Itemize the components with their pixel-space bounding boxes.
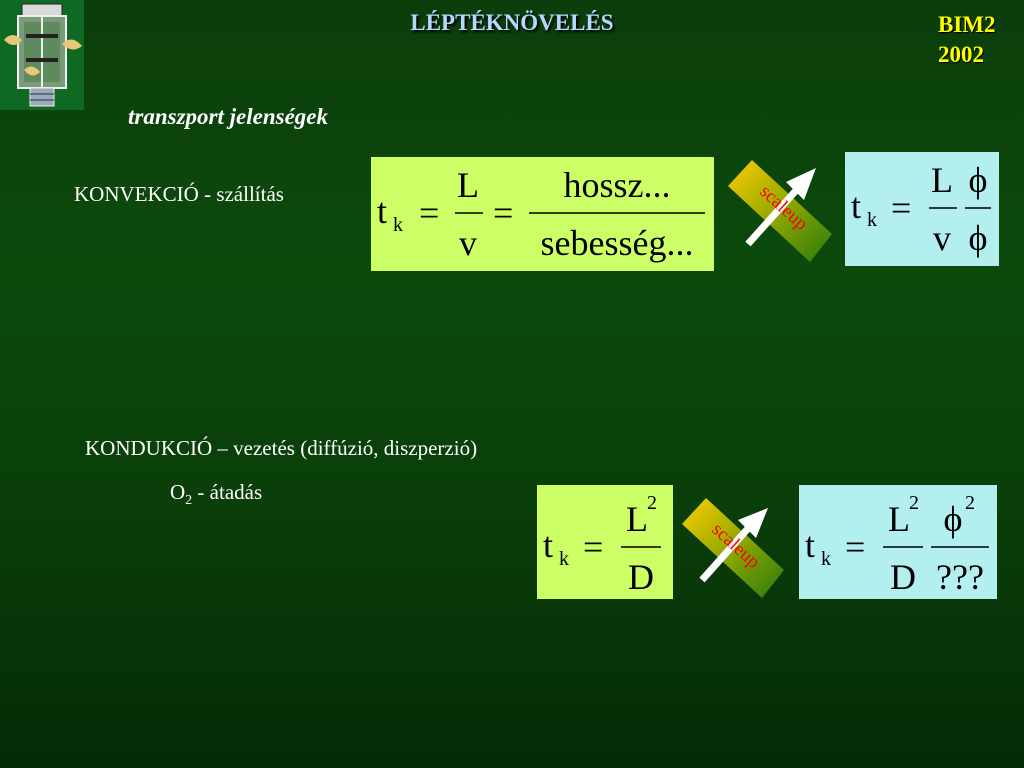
formula-num-2: ϕ (969, 160, 988, 200)
corner-label: BIM2 2002 (938, 10, 996, 70)
formula-num-1: L (626, 499, 648, 539)
formula-num-1-sup: 2 (647, 492, 657, 514)
o2-main: O (170, 480, 186, 504)
corner-line-2: 2002 (938, 42, 984, 67)
convection-label: KONVEKCIÓ - szállítás (74, 182, 284, 206)
formula-num-1-sup: 2 (909, 492, 919, 514)
formula-eq: = (845, 527, 865, 567)
formula-lhs: t (805, 525, 815, 565)
formula-lhs-sub: k (559, 548, 569, 570)
scaleup-arrow-2: scaleup (674, 494, 792, 604)
scaleup-arrow-icon: scaleup (682, 498, 784, 598)
subtitle: transzport jelenségek (128, 104, 328, 129)
bioreactor-logo-icon (0, 0, 84, 110)
formula-eq: = (891, 188, 911, 228)
slide-title: LÉPTÉKNÖVELÉS (410, 10, 614, 35)
formula-num-1: L (931, 160, 953, 200)
formula-eq-1: = (419, 193, 439, 233)
formula-num-1: L (888, 499, 910, 539)
formula-eq-2: = (493, 193, 513, 233)
formula-num-2: ϕ (944, 499, 963, 539)
formula-lhs: t (851, 186, 861, 226)
corner-line-1: BIM2 (938, 12, 996, 37)
formula-den-2: ??? (936, 557, 984, 597)
o2-transfer-label: O2 - átadás (170, 480, 262, 509)
formula-lhs-sub: k (821, 548, 831, 570)
formula-lhs: t (377, 191, 387, 231)
formula-den-2: ϕ (969, 218, 988, 258)
scaleup-arrow-1: scaleup (718, 158, 840, 268)
formula-eq: = (583, 527, 603, 567)
conduction-formula: t k = L 2 D (537, 485, 673, 599)
formula-den-2: sebesség... (541, 223, 694, 263)
formula-lhs: t (543, 525, 553, 565)
formula-den-1: v (459, 223, 477, 263)
formula-den-1: D (890, 557, 916, 597)
convection-scaled-formula: t k = L v ϕ ϕ (845, 152, 999, 266)
conduction-label: KONDUKCIÓ – vezetés (diffúzió, diszperzi… (85, 436, 478, 460)
scaleup-arrow-icon: scaleup (728, 160, 832, 262)
formula-num-1: L (457, 165, 479, 205)
formula-den-1: D (628, 557, 654, 597)
o2-sub: 2 (185, 493, 193, 509)
formula-lhs-sub: k (867, 209, 877, 231)
o2-rest: - átadás (192, 480, 263, 504)
formula-num-2-sup: 2 (965, 492, 975, 514)
formula-lhs-sub: k (393, 214, 403, 236)
convection-formula: t k = L v = hossz... sebesség... (371, 157, 714, 271)
formula-den-1: v (933, 218, 951, 258)
conduction-scaled-formula: t k = L 2 D ϕ 2 ??? (799, 485, 997, 599)
formula-num-2: hossz... (564, 165, 671, 205)
